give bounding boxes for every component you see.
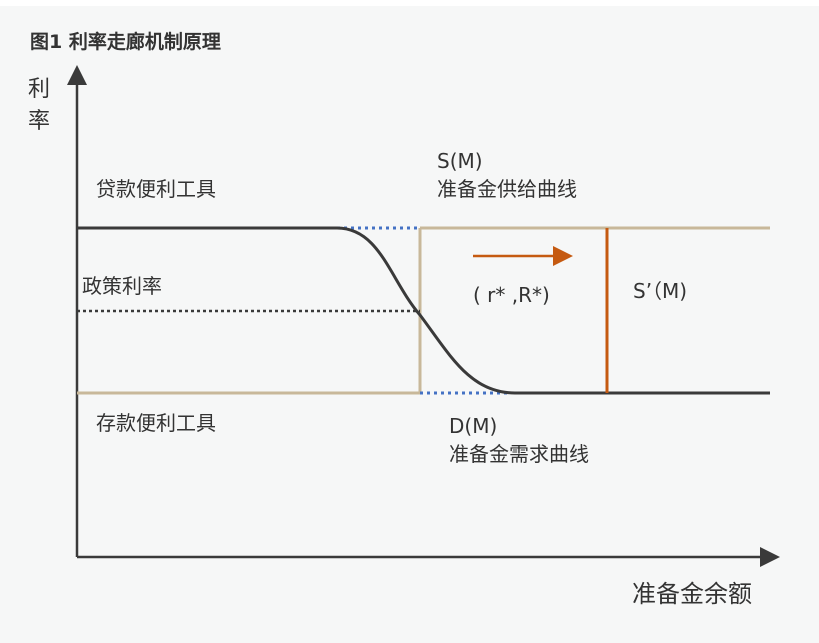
shifted-supply-label: S’（M) [633, 279, 687, 303]
lending-facility-label: 贷款便利工具 [96, 177, 216, 201]
deposit-facility-label: 存款便利工具 [96, 411, 216, 435]
demand-desc: 准备金需求曲线 [449, 442, 589, 466]
demand-curve [77, 226, 770, 395]
diagram-canvas: 图1 利率走廊机制原理 利 率 准备金余额 贷款便利工具 政策利率 存款便利工具… [0, 6, 819, 643]
y-axis-label-1: 利 [28, 77, 50, 102]
corridor-diagram: 图1 利率走廊机制原理 利 率 准备金余额 贷款便利工具 政策利率 存款便利工具… [28, 30, 780, 608]
x-axis-label: 准备金余额 [632, 580, 752, 608]
equilibrium-label: ( r* ,R*) [473, 283, 550, 307]
y-axis-label-2: 率 [28, 109, 50, 134]
demand-name: D(M) [449, 414, 497, 438]
supply-name: S(M) [437, 149, 483, 173]
supply-desc: 准备金供给曲线 [437, 177, 577, 201]
diagram-title: 图1 利率走廊机制原理 [30, 30, 221, 53]
policy-rate-label: 政策利率 [82, 274, 162, 298]
